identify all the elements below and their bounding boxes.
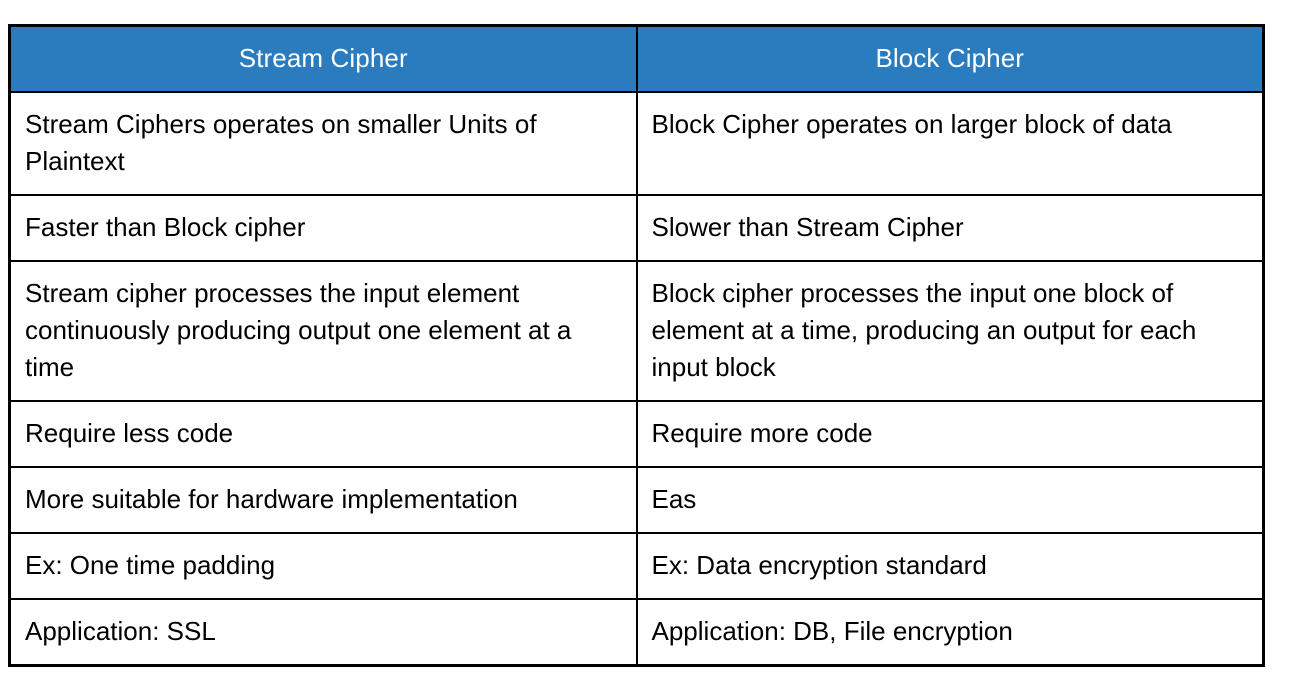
cell-stream-cipher: Ex: One time padding: [8, 531, 638, 600]
column-header-block-cipher: Block Cipher: [635, 24, 1265, 93]
cell-stream-cipher: Stream cipher processes the input elemen…: [8, 259, 638, 402]
cell-stream-cipher: Application: SSL: [8, 597, 638, 666]
cell-block-cipher: Ex: Data encryption standard: [635, 531, 1265, 600]
cell-stream-cipher: Stream Ciphers operates on smaller Units…: [8, 90, 638, 196]
table-row: Application: SSL Application: DB, File e…: [8, 597, 1265, 666]
column-header-stream-cipher: Stream Cipher: [8, 24, 638, 93]
table-row: Ex: One time padding Ex: Data encryption…: [8, 531, 1265, 600]
cell-block-cipher: Eas: [635, 465, 1265, 534]
table-row: Stream cipher processes the input elemen…: [8, 259, 1265, 402]
cipher-comparison-table: Stream Cipher Block Cipher Stream Cipher…: [8, 24, 1265, 667]
table-row: More suitable for hardware implementatio…: [8, 465, 1265, 534]
table-body: Stream Ciphers operates on smaller Units…: [8, 90, 1265, 666]
cell-stream-cipher: Require less code: [8, 399, 638, 468]
cell-block-cipher: Application: DB, File encryption: [635, 597, 1265, 666]
cell-block-cipher: Block cipher processes the input one blo…: [635, 259, 1265, 402]
cell-stream-cipher: Faster than Block cipher: [8, 193, 638, 262]
cell-block-cipher: Slower than Stream Cipher: [635, 193, 1265, 262]
cell-block-cipher: Block Cipher operates on larger block of…: [635, 90, 1265, 196]
cell-stream-cipher: More suitable for hardware implementatio…: [8, 465, 638, 534]
table-row: Faster than Block cipher Slower than Str…: [8, 193, 1265, 262]
table-row: Stream Ciphers operates on smaller Units…: [8, 90, 1265, 196]
table-header-row: Stream Cipher Block Cipher: [8, 24, 1265, 93]
cell-block-cipher: Require more code: [635, 399, 1265, 468]
table-row: Require less code Require more code: [8, 399, 1265, 468]
table-header: Stream Cipher Block Cipher: [8, 24, 1265, 93]
